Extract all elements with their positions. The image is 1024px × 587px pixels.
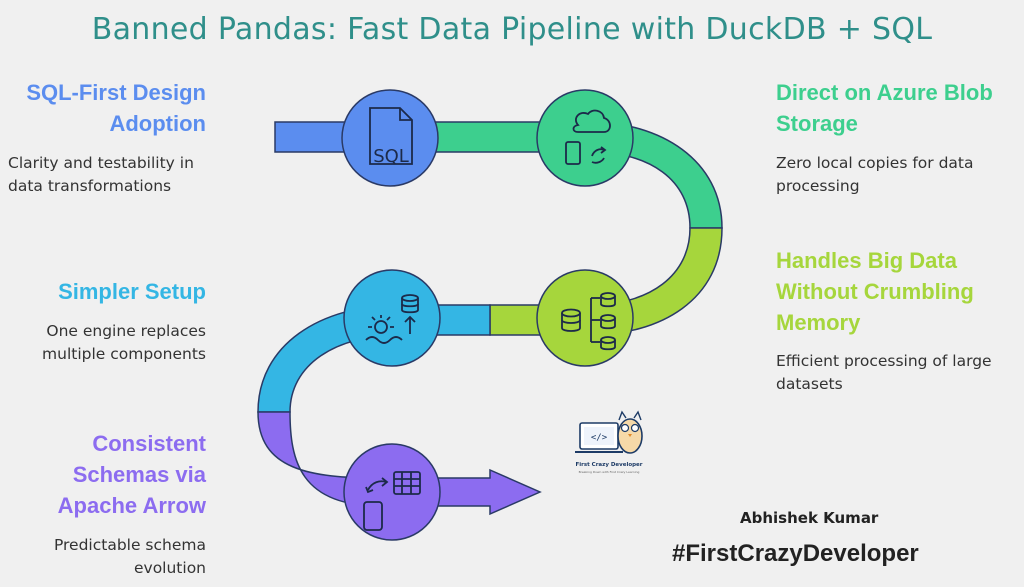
- engine-database-icon: [365, 294, 419, 344]
- step-3-desc: Efficient processing of large datasets: [776, 352, 992, 393]
- node-circle-2: [536, 89, 634, 187]
- step-3-heading: Handles Big Data Without Crumbling Memor…: [776, 248, 974, 335]
- step-2-desc: Zero local copies for data processing: [776, 154, 974, 195]
- step-2-heading: Direct on Azure Blob Storage: [776, 80, 993, 136]
- step-4-heading: Simpler Setup: [58, 279, 206, 304]
- svg-text:</>: </>: [591, 433, 608, 443]
- pipe-segment-5: [257, 411, 542, 516]
- node-circle-4: [343, 269, 441, 367]
- step-5-heading: Consistent Schemas via Apache Arrow: [57, 431, 206, 518]
- page-title: Banned Pandas: Fast Data Pipeline with D…: [91, 12, 933, 47]
- node-circle-3: [536, 269, 634, 367]
- sql-file-icon: SQL: [369, 107, 413, 167]
- hashtag: #FirstCrazyDeveloper: [672, 540, 919, 567]
- table-transfer-icon: [363, 471, 421, 531]
- node-circle-5: [343, 443, 441, 541]
- step-1-heading: SQL-First Design Adoption: [26, 80, 206, 136]
- step-4-desc: One engine replaces multiple components: [42, 322, 206, 363]
- step-5-desc: Predictable schema evolution: [53, 536, 206, 577]
- author-name: Abhishek Kumar: [740, 509, 879, 527]
- node-circle-1: [341, 89, 439, 187]
- logo-tagline: Breaking Down with First Crazy Learning: [578, 470, 640, 474]
- step-1-desc: Clarity and testability in data transfor…: [8, 154, 194, 195]
- first-crazy-developer-logo: </>: [575, 410, 643, 454]
- sql-icon-text: SQL: [373, 146, 409, 167]
- cloud-sync-icon: [565, 109, 611, 165]
- database-tree-icon: [561, 292, 616, 351]
- logo-name: First Crazy Developer: [575, 462, 643, 468]
